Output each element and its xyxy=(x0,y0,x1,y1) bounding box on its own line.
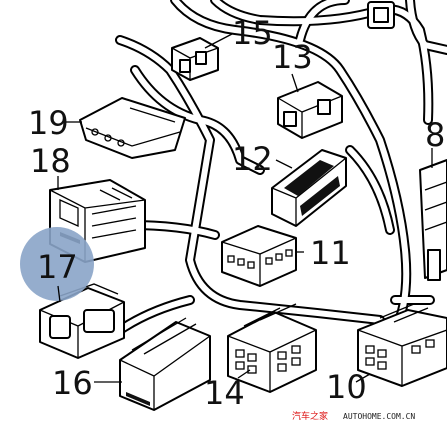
watermark-cn: 汽车之家 xyxy=(292,410,328,422)
callout-18: 18 xyxy=(30,142,71,180)
top-right-small-connector xyxy=(367,1,395,29)
callout-17: 17 xyxy=(37,248,78,286)
leader-lines xyxy=(57,33,433,383)
callout-16: 16 xyxy=(52,364,93,402)
highlight-circle xyxy=(20,227,94,301)
connector-11 xyxy=(221,225,297,287)
connector-8 xyxy=(419,159,447,281)
connector-19 xyxy=(79,97,186,159)
callout-10: 10 xyxy=(326,368,367,406)
connector-15 xyxy=(171,37,219,81)
callout-12: 12 xyxy=(232,140,273,178)
callout-13: 13 xyxy=(272,38,313,76)
connector-13 xyxy=(277,81,343,139)
callout-8: 8 xyxy=(425,116,445,154)
connector-12 xyxy=(271,149,347,227)
watermark: 汽车之家 AUTOHOME.COM.CN xyxy=(292,410,415,422)
connector-14 xyxy=(227,303,317,393)
connector-16 xyxy=(119,317,211,411)
callout-numbers: 15 13 19 18 12 11 8 17 16 14 10 xyxy=(28,14,445,412)
callout-15: 15 xyxy=(232,14,273,52)
callout-19: 19 xyxy=(28,104,69,142)
watermark-url: AUTOHOME.COM.CN xyxy=(343,412,415,421)
callout-14: 14 xyxy=(204,374,245,412)
connector-10 xyxy=(357,303,447,387)
callout-11: 11 xyxy=(310,234,351,272)
